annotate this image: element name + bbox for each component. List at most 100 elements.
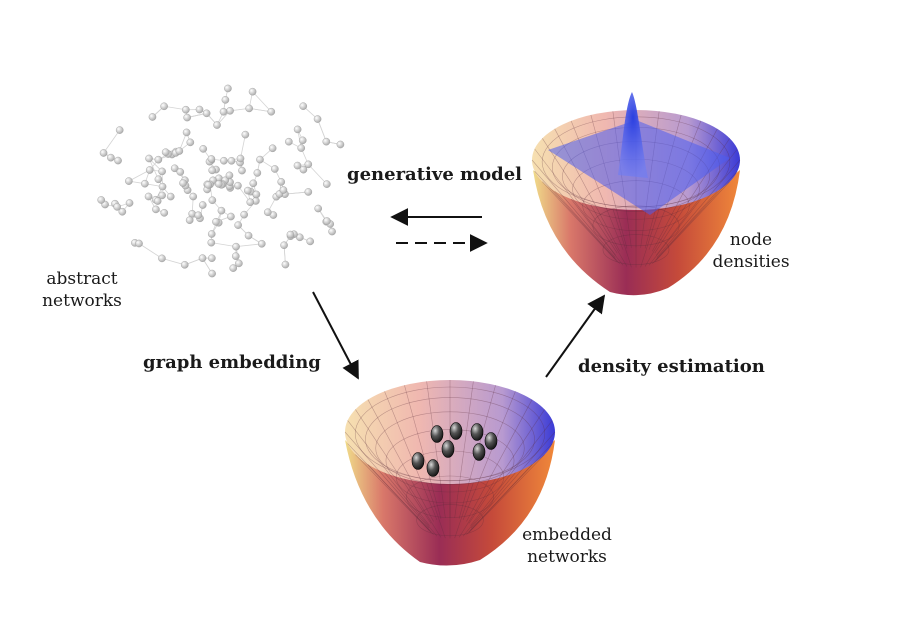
network-node bbox=[152, 205, 160, 214]
grid-meridian bbox=[534, 170, 616, 260]
embedded-point bbox=[472, 443, 486, 461]
network-node bbox=[299, 102, 308, 110]
network-edge bbox=[307, 164, 328, 185]
grid-meridian bbox=[384, 472, 438, 537]
network-edge bbox=[240, 134, 246, 159]
grid-ring bbox=[416, 504, 484, 537]
network-node bbox=[286, 230, 295, 239]
network-node bbox=[208, 166, 217, 175]
grid-meridian bbox=[542, 138, 618, 254]
network-node bbox=[304, 188, 313, 196]
network-node bbox=[160, 209, 169, 217]
network-node bbox=[183, 113, 191, 122]
network-node bbox=[125, 177, 133, 185]
embedded-point bbox=[470, 423, 484, 441]
network-node bbox=[99, 149, 108, 157]
network-node bbox=[249, 179, 258, 188]
network-node bbox=[208, 254, 216, 262]
network-node bbox=[204, 181, 213, 189]
network-node bbox=[314, 204, 322, 213]
network-node bbox=[336, 140, 345, 149]
grid-meridian bbox=[648, 198, 702, 266]
bowl-outer-surface bbox=[345, 440, 555, 566]
network-node bbox=[229, 264, 238, 272]
embedded-point bbox=[411, 452, 425, 470]
network-node bbox=[207, 230, 216, 238]
network-node bbox=[220, 156, 228, 165]
network-node bbox=[208, 269, 216, 278]
grid-meridian bbox=[454, 381, 474, 518]
network-node bbox=[207, 238, 216, 247]
embedded-networks-bowl bbox=[344, 380, 556, 566]
grid-meridian bbox=[426, 482, 446, 539]
network-node bbox=[114, 156, 122, 165]
network-node bbox=[234, 181, 242, 190]
network-node bbox=[268, 144, 277, 153]
network-node bbox=[225, 171, 234, 180]
network-node bbox=[277, 178, 286, 186]
grid-meridian bbox=[570, 198, 624, 266]
network-node bbox=[189, 192, 198, 201]
grid-meridian bbox=[462, 472, 516, 537]
network-node bbox=[248, 87, 257, 96]
network-node bbox=[296, 233, 304, 242]
network-node bbox=[280, 241, 288, 250]
network-node bbox=[271, 165, 279, 173]
network-node bbox=[199, 145, 208, 153]
embedded-point bbox=[449, 422, 463, 440]
grid-meridian bbox=[404, 478, 442, 538]
network-node bbox=[224, 84, 232, 93]
grid-meridian bbox=[654, 181, 730, 263]
network-node bbox=[253, 169, 262, 177]
network-node bbox=[144, 192, 153, 201]
network-node bbox=[304, 160, 313, 169]
arrow-density-estimation bbox=[545, 294, 606, 378]
embedded-point bbox=[426, 459, 440, 477]
network-node bbox=[185, 216, 194, 225]
network-edge bbox=[236, 243, 262, 248]
grid-meridian bbox=[554, 190, 620, 264]
grid-meridian bbox=[384, 391, 438, 520]
network-node bbox=[238, 166, 246, 175]
network-node bbox=[158, 167, 166, 176]
network-node bbox=[232, 242, 240, 251]
network-node bbox=[328, 227, 336, 236]
network-node bbox=[297, 144, 306, 152]
label-density-estimation: density estimation bbox=[578, 356, 765, 377]
network-node bbox=[252, 190, 261, 199]
grid-meridian bbox=[454, 482, 474, 539]
network-edge bbox=[284, 191, 309, 195]
network-node bbox=[135, 239, 143, 248]
grid-ring bbox=[354, 386, 546, 481]
network-node bbox=[145, 154, 153, 163]
bowl-grid bbox=[344, 380, 556, 539]
grid-ring bbox=[375, 411, 525, 485]
network-node bbox=[322, 137, 331, 146]
grid-meridian bbox=[656, 159, 741, 258]
network-node bbox=[180, 261, 189, 269]
network-nodes bbox=[97, 84, 345, 278]
network-node bbox=[186, 138, 195, 147]
network-node bbox=[113, 203, 121, 211]
arrow-graph-embedding bbox=[312, 291, 359, 380]
network-node bbox=[313, 115, 322, 123]
abstract-network-graph bbox=[97, 84, 345, 278]
network-node bbox=[213, 121, 221, 129]
node-densities-bowl bbox=[531, 92, 741, 296]
grid-meridian bbox=[404, 385, 442, 519]
network-node bbox=[182, 105, 190, 114]
network-node bbox=[231, 252, 240, 260]
network-node bbox=[298, 136, 307, 145]
grid-meridian bbox=[652, 190, 718, 264]
label-abstract-networks: abstract networks bbox=[42, 269, 122, 311]
network-node bbox=[194, 211, 203, 220]
network-edge bbox=[317, 118, 327, 142]
network-node bbox=[227, 157, 236, 165]
density-peak bbox=[618, 92, 648, 178]
network-node bbox=[285, 137, 293, 146]
network-node bbox=[257, 239, 266, 248]
grid-meridian bbox=[347, 420, 430, 526]
network-node bbox=[166, 192, 175, 201]
grid-meridian bbox=[470, 420, 553, 526]
network-node bbox=[214, 180, 223, 188]
